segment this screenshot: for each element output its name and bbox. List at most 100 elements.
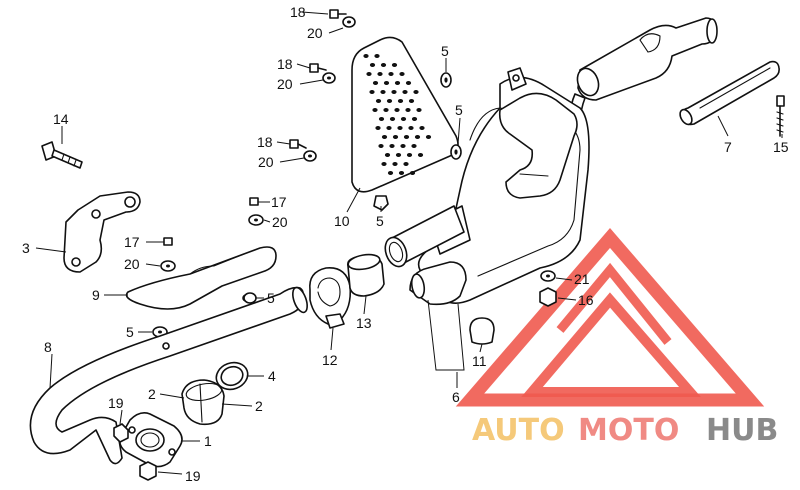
washer-part-20-upper: [248, 214, 264, 226]
perforation-hole: [414, 135, 421, 139]
perforation-hole: [391, 90, 397, 94]
wordmark-hub: HUB: [706, 413, 778, 448]
gasket-part-13: [346, 253, 385, 297]
perforation-hole: [388, 72, 394, 76]
perforation-hole: [389, 117, 396, 121]
label-21: 21: [574, 271, 590, 287]
label-5-pipe: 5: [126, 324, 134, 340]
label-14: 14: [53, 111, 69, 127]
nut-part-5-shield-c: [373, 195, 389, 211]
perforation-hole: [416, 108, 422, 112]
perforation-hole: [391, 63, 398, 67]
label-2-b: 2: [255, 398, 263, 414]
label-15: 15: [773, 139, 789, 155]
perforation-hole: [380, 63, 387, 67]
perforation-hole: [411, 117, 418, 121]
label-19-upper: 19: [108, 395, 124, 411]
muffler-part-6: [384, 17, 718, 306]
exhaust-pipe-part-8: [29, 286, 308, 465]
perforation-hole: [387, 171, 394, 175]
label-20-upper: 20: [272, 214, 288, 230]
washer-part-20-lower: [160, 260, 176, 272]
perforation-hole: [369, 63, 376, 67]
perforation-hole: [380, 90, 386, 94]
perforation-hole: [413, 90, 419, 94]
label-12: 12: [322, 352, 338, 368]
wordmark-auto: AUTO: [472, 413, 565, 448]
label-18-top: 18: [290, 4, 306, 20]
perforation-hole: [417, 153, 424, 157]
perforation-hole: [377, 72, 383, 76]
perforation-hole: [389, 144, 395, 148]
perforation-hole: [392, 162, 398, 166]
label-5-shield-c: 5: [376, 213, 384, 229]
perforation-hole: [405, 108, 411, 112]
perforation-hole: [384, 153, 391, 157]
perforation-hole: [378, 117, 385, 121]
perforation-hole: [398, 171, 405, 175]
perforation-holes: [363, 54, 432, 175]
perforation-hole: [405, 81, 412, 85]
nut-part-19-upper: [113, 423, 129, 443]
nut-part-5-shield-a: [440, 72, 452, 88]
label-8: 8: [44, 339, 52, 355]
label-13: 13: [356, 315, 372, 331]
flange-part-1: [118, 412, 183, 468]
perforation-hole: [394, 81, 401, 85]
bolt-part-15: [776, 95, 785, 137]
label-2-a: 2: [148, 386, 156, 402]
perforation-hole: [408, 99, 415, 103]
perforation-hole: [383, 108, 389, 112]
bolt-part-16: [539, 287, 557, 307]
perforation-hole: [397, 99, 404, 103]
label-5-shield-a: 5: [441, 43, 449, 59]
leader-lines: [35, 11, 783, 475]
perforation-hole: [399, 72, 405, 76]
perforation-hole: [397, 126, 403, 130]
label-20-mid: 20: [277, 76, 293, 92]
perforation-hole: [375, 99, 382, 103]
label-10: 10: [334, 213, 350, 229]
perforation-hole: [381, 135, 388, 139]
perforation-hole: [402, 90, 408, 94]
perforation-hole: [394, 108, 400, 112]
label-11: 11: [472, 353, 487, 369]
label-4: 4: [268, 368, 276, 384]
perforation-hole: [372, 81, 379, 85]
label-1: 1: [204, 433, 212, 449]
perforation-hole: [400, 144, 406, 148]
perforation-hole: [375, 126, 381, 130]
perforation-hole: [381, 162, 387, 166]
bolt-part-17-upper: [249, 197, 259, 206]
perforation-hole: [392, 135, 399, 139]
label-3: 3: [22, 240, 30, 256]
label-18-mid: 18: [277, 56, 293, 72]
nut-part-5-shield-b: [450, 144, 462, 160]
label-18-low: 18: [257, 134, 273, 150]
label-20-lower: 20: [124, 256, 140, 272]
bolt-part-18-low: [289, 139, 317, 162]
label-5-cover: 5: [267, 290, 275, 306]
perforation-hole: [372, 108, 378, 112]
perforation-hole: [408, 126, 414, 130]
label-20-low: 20: [258, 154, 274, 170]
perforation-hole: [366, 72, 372, 76]
cap-part-11: [469, 317, 495, 345]
perforation-hole: [400, 117, 407, 121]
label-17-upper: 17: [271, 194, 287, 210]
bolt-part-18-top: [329, 9, 356, 28]
label-7: 7: [724, 139, 732, 155]
clamp-part-12: [309, 267, 352, 329]
perforation-hole: [369, 90, 375, 94]
perforation-hole: [374, 54, 380, 58]
collar-part-2: [181, 379, 225, 426]
label-19-lower: 19: [185, 468, 201, 484]
label-5-shield-b: 5: [455, 102, 463, 118]
gasket-part-4: [215, 361, 249, 391]
perforation-hole: [406, 153, 413, 157]
wordmark-moto: MOTO: [578, 413, 679, 448]
perforation-hole: [403, 162, 409, 166]
label-17-lower: 17: [124, 234, 140, 250]
perforation-hole: [419, 126, 425, 130]
